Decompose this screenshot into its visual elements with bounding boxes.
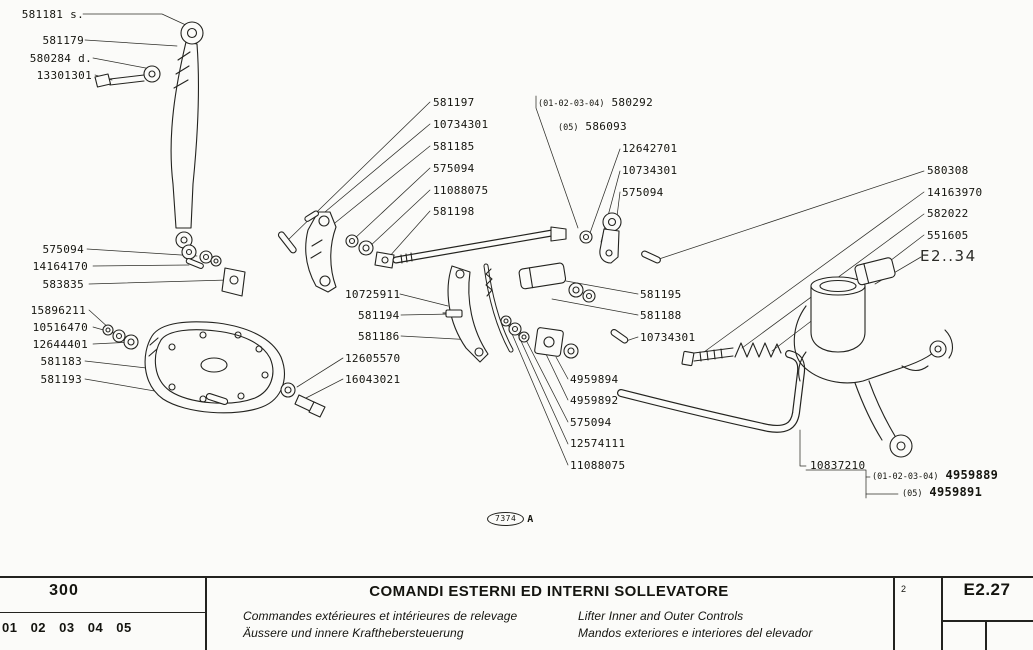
titleblock-divider — [0, 612, 205, 613]
part-callout: 575094 — [570, 416, 612, 429]
titleblock-divider — [941, 576, 943, 650]
subtitle-french: Commandes extérieures et intérieures de … — [243, 609, 518, 623]
part-callout: 575094 — [622, 186, 664, 199]
part-callout: 10734301 — [433, 118, 489, 131]
part-callout-variant: (05) 586093 — [558, 120, 627, 135]
part-callout: 580308 — [927, 164, 969, 177]
washer-stack — [102, 324, 139, 350]
part-callout: 12644401 — [32, 338, 88, 351]
bent-link-levers — [442, 263, 530, 363]
part-callout: 580284 d. — [29, 52, 92, 65]
part-callout-variant: (01-02-03-04) 580292 — [538, 96, 653, 111]
titleblock-divider — [893, 576, 895, 650]
table-title: COMANDI ESTERNI ED INTERNI SOLLEVATORE — [369, 583, 729, 600]
part-number: 4959891 — [929, 485, 983, 499]
variant-prefix: (05) — [902, 489, 923, 499]
part-callout: 581185 — [433, 140, 475, 153]
part-callout: 575094 — [433, 162, 475, 175]
part-callout: 583835 — [42, 278, 84, 291]
titleblock-divider — [985, 620, 987, 650]
bolt-and-spring — [681, 342, 782, 367]
variant-prefix: (01-02-03-04) — [872, 472, 939, 482]
part-callout: 581183 — [40, 355, 82, 368]
titleblock-divider — [941, 620, 1033, 622]
part-callout: 582022 — [927, 207, 969, 220]
leader-lines — [82, 13, 925, 499]
variant-prefix: (01-02-03-04) — [538, 99, 605, 109]
part-callout: 10837210 — [810, 459, 866, 472]
part-callout: 12642701 — [622, 142, 678, 155]
stamp-letter: A — [527, 513, 534, 525]
part-callout: 14163970 — [927, 186, 983, 199]
part-callout: 11088075 — [570, 459, 626, 472]
subtitle-german: Äussere und innere Krafthebersteuerung — [243, 626, 464, 640]
variant-prefix: (05) — [558, 123, 579, 133]
part-callout: 10516470 — [32, 321, 88, 334]
cover-plate — [144, 321, 326, 418]
part-callout: 581198 — [433, 205, 475, 218]
part-callout: 12605570 — [345, 352, 401, 365]
part-callout: 581195 — [640, 288, 682, 301]
part-callout: 10725911 — [345, 288, 401, 301]
part-number: 580292 — [611, 96, 654, 109]
part-number: 4959889 — [945, 468, 999, 482]
part-callout: 13301301 — [36, 69, 92, 82]
part-callout: 4959894 — [570, 373, 619, 386]
part-callout: 581193 — [40, 373, 82, 386]
part-callout: 575094 — [42, 243, 84, 256]
part-callout-variant: (01-02-03-04) 4959889 — [872, 469, 998, 484]
part-callout: 581186 — [358, 330, 400, 343]
sheet-note: 2 — [901, 584, 907, 594]
part-callout: 12574111 — [570, 437, 626, 450]
connecting-rod — [392, 226, 567, 264]
inner-control-lever — [277, 210, 395, 293]
part-callout: 581181 s. — [21, 8, 84, 21]
part-callout-variant: (05) 4959891 — [902, 486, 982, 501]
part-callout: 581179 — [42, 34, 84, 47]
part-callout: 14164170 — [32, 260, 88, 273]
subtitle-english: Lifter Inner and Outer Controls — [578, 609, 744, 623]
cross-reference: E2..34 — [920, 247, 977, 265]
part-callout: 581188 — [640, 309, 682, 322]
subtitle-spanish: Mandos exteriores e interiores del eleva… — [578, 626, 813, 640]
revision-stamp: 7374 A — [487, 512, 533, 526]
titleblock-top-border — [0, 576, 1033, 578]
stamp-number: 7374 — [487, 512, 525, 526]
part-callout: 10734301 — [622, 164, 678, 177]
part-callout: 15896211 — [30, 304, 86, 317]
part-callout: 4959892 — [570, 394, 619, 407]
part-callout: 11088075 — [433, 184, 489, 197]
part-callout: 551605 — [927, 229, 969, 242]
titleblock-divider — [205, 576, 207, 650]
small-lever — [579, 212, 661, 264]
lift-rod — [617, 350, 806, 433]
part-callout: 581197 — [433, 96, 475, 109]
part-callout: 10734301 — [640, 331, 696, 344]
variant-codes: 01 02 03 04 05 — [2, 620, 132, 635]
lifter-housing — [793, 257, 954, 458]
part-callout: 581194 — [358, 309, 400, 322]
rod-end-cylinder — [518, 262, 629, 359]
model-number: 300 — [49, 582, 79, 599]
part-number: 586093 — [585, 120, 627, 133]
outer-control-lever — [94, 21, 246, 297]
page-reference: E2.27 — [963, 580, 1011, 599]
part-callout: 16043021 — [345, 373, 401, 386]
